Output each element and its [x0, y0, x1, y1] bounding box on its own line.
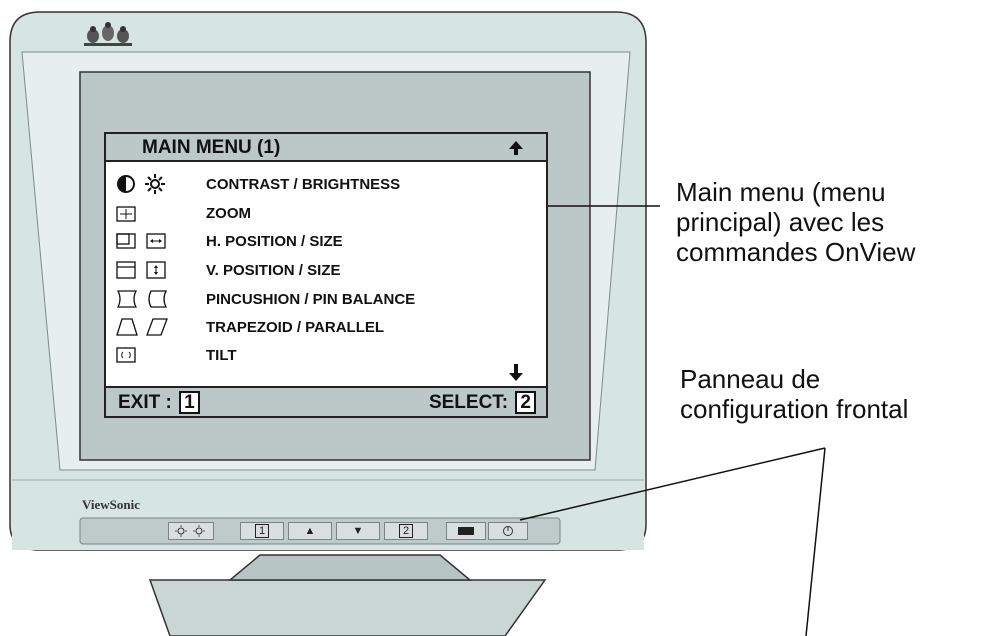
osd-main-menu: MAIN MENU (1) [104, 132, 548, 418]
h-size-icon [146, 233, 166, 249]
osd-title-bar: MAIN MENU (1) [106, 134, 546, 162]
h-position-icon [116, 233, 136, 249]
tilt-icon [116, 347, 136, 363]
arrow-up-icon[interactable] [508, 140, 524, 156]
pin-balance-icon [148, 290, 168, 308]
select-hint: SELECT: 2 [429, 391, 536, 414]
exit-label: EXIT : [118, 392, 172, 413]
zoom-icon [116, 206, 136, 222]
button-2[interactable]: 2 [384, 522, 428, 540]
menu-item-trapezoid-parallel[interactable]: TRAPEZOID / PARALLEL [206, 319, 385, 336]
menu-item-tilt[interactable]: TILT [206, 347, 237, 364]
power-led-icon [458, 527, 474, 535]
v-size-icon [146, 261, 166, 279]
power-button[interactable] [488, 522, 528, 540]
brightness-icon [145, 174, 165, 194]
trapezoid-icon [116, 318, 138, 336]
menu-item-v-position-size[interactable]: V. POSITION / SIZE [206, 262, 341, 279]
menu-item-zoom[interactable]: ZOOM [206, 205, 251, 222]
contrast-icon [117, 175, 135, 193]
sun-icon [175, 525, 205, 537]
button-down[interactable]: ▼ [336, 522, 380, 540]
select-label: SELECT: [428, 392, 509, 413]
callout-front-panel: Panneau de configuration frontal [680, 364, 909, 424]
v-position-icon [116, 261, 136, 279]
button-up[interactable]: ▲ [288, 522, 332, 540]
pincushion-icon [116, 290, 138, 308]
button-1[interactable]: 1 [240, 522, 284, 540]
callout-line-panel-1 [519, 447, 826, 521]
menu-item-pincushion-pin-balance[interactable]: PINCUSHION / PIN BALANCE [206, 291, 416, 308]
monitor-stand [148, 579, 547, 636]
viewsonic-birds-logo [84, 22, 132, 46]
osd-footer: EXIT : 1 SELECT: 2 [106, 386, 546, 416]
menu-item-contrast-brightness[interactable]: CONTRAST / BRIGHTNESS [206, 176, 401, 193]
callout-line-panel-2 [805, 447, 826, 636]
brand-label: ViewSonic [82, 497, 141, 512]
select-key: 2 [515, 391, 536, 414]
exit-hint: EXIT : 1 [118, 391, 200, 414]
power-icon [503, 526, 513, 536]
exit-key: 1 [179, 391, 200, 414]
osd-title: MAIN MENU (1) [142, 137, 281, 158]
menu-item-h-position-size[interactable]: H. POSITION / SIZE [206, 233, 343, 250]
power-indicator [446, 522, 486, 540]
callout-main-menu: Main menu (menu principal) avec les comm… [676, 177, 916, 267]
brightness-contrast-buttons[interactable] [168, 522, 214, 540]
parallel-icon [146, 318, 168, 336]
arrow-down-icon[interactable] [508, 362, 524, 382]
